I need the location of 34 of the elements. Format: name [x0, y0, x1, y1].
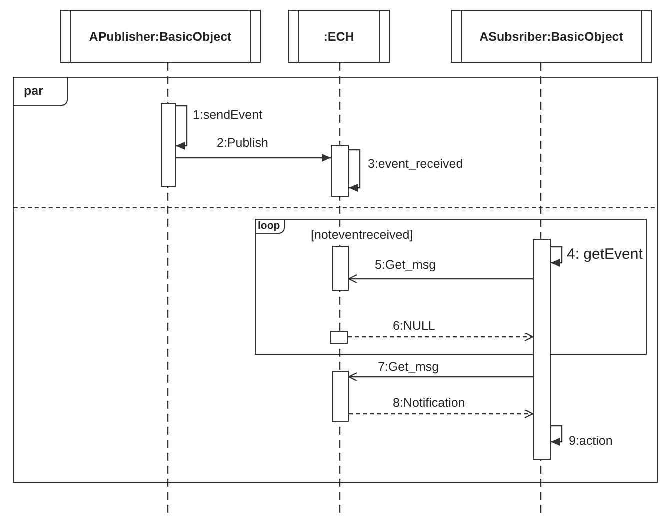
self-message-arrow — [176, 105, 188, 150]
activation-bar — [533, 239, 551, 460]
activation-bar — [332, 371, 349, 422]
message-label: 4: getEvent — [567, 246, 643, 263]
activation-bar — [161, 103, 176, 187]
message-label: 1:sendEvent — [193, 108, 262, 122]
participant-name: APublisher:BasicObject — [89, 30, 232, 44]
activation-bar — [331, 145, 349, 197]
message-arrow — [348, 274, 533, 284]
message-arrow — [176, 154, 331, 162]
fragment-operator: par — [14, 78, 68, 106]
self-message-arrow — [349, 149, 361, 192]
return-message-arrow — [349, 409, 534, 419]
fragment-frame — [13, 77, 658, 483]
message-label: 3:event_received — [368, 157, 464, 171]
lifeline-head-box — [60, 10, 261, 63]
lifeline-head-box — [451, 10, 652, 63]
message-label: 7:Get_msg — [378, 360, 440, 374]
message-label: 6:NULL — [393, 319, 436, 333]
message-label: 5:Get_msg — [375, 258, 436, 272]
participant-name: ASubsriber:BasicObject — [480, 30, 624, 44]
message-label: 9:action — [569, 434, 613, 448]
message-arrow — [348, 372, 533, 382]
message-label: 8:Notification — [393, 396, 466, 410]
message-label: 2:Publish — [217, 136, 268, 150]
activation-bar — [330, 331, 348, 344]
self-message-arrow — [551, 246, 563, 267]
guard-condition: [noteventreceived] — [311, 228, 414, 242]
participant-name: :ECH — [324, 30, 354, 44]
activation-bar — [332, 246, 349, 291]
fragment-operator: loop — [256, 220, 286, 234]
lifeline-head-box — [288, 10, 390, 63]
return-message-arrow — [348, 332, 534, 342]
self-message-arrow — [551, 425, 563, 446]
